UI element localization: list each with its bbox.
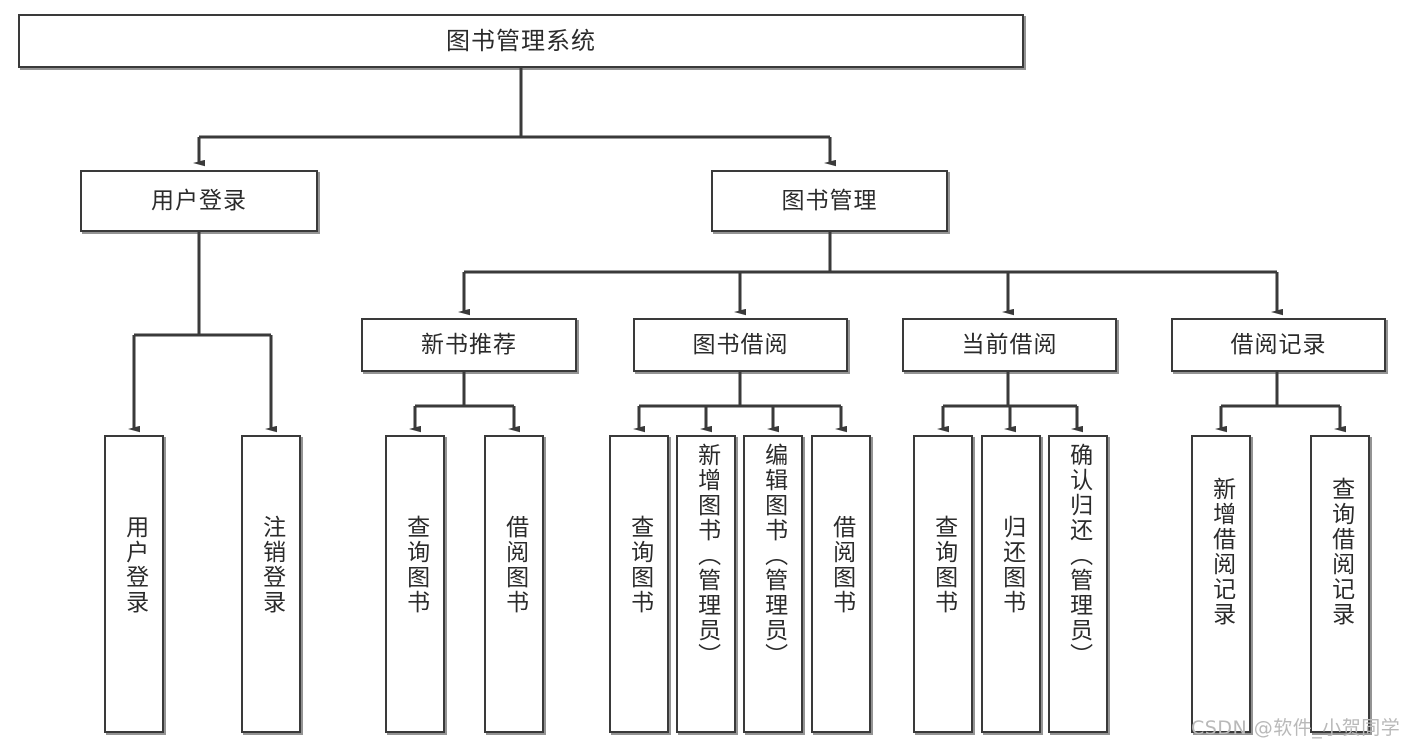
node-label: 新书推荐 bbox=[421, 331, 517, 358]
node-borrow-record[interactable]: 借阅记录 bbox=[1171, 318, 1386, 372]
node-new-book-recommend[interactable]: 新书推荐 bbox=[361, 318, 577, 372]
leaf-bookborrow-query-book[interactable]: 查询图书 bbox=[609, 435, 669, 733]
leaf-logout[interactable]: 注销登录 bbox=[241, 435, 301, 733]
node-label: 图书借阅 bbox=[692, 331, 789, 358]
node-user-login[interactable]: 用户登录 bbox=[80, 170, 318, 232]
leaf-newbook-query-book[interactable]: 查询图书 bbox=[385, 435, 445, 733]
leaf-newbook-borrow-book[interactable]: 借阅图书 bbox=[484, 435, 544, 733]
leaf-currentborrow-confirm-return-admin[interactable]: 确认归还（管理员） bbox=[1048, 435, 1108, 733]
leaf-borrowrecord-query-record[interactable]: 查询借阅记录 bbox=[1310, 435, 1370, 733]
node-current-borrow[interactable]: 当前借阅 bbox=[902, 318, 1117, 372]
leaf-borrowrecord-add-record[interactable]: 新增借阅记录 bbox=[1191, 435, 1251, 733]
leaf-label: 查询图书 bbox=[626, 515, 653, 615]
leaf-bookborrow-edit-book-admin[interactable]: 编辑图书（管理员） bbox=[743, 435, 803, 733]
leaf-label: 编辑图书（管理员） bbox=[760, 443, 787, 668]
leaf-label: 借阅图书 bbox=[501, 515, 528, 615]
leaf-label: 借阅图书 bbox=[828, 515, 855, 615]
leaf-label: 用户登录 bbox=[121, 515, 148, 615]
leaf-label: 确认归还（管理员） bbox=[1065, 443, 1092, 668]
node-label: 借阅记录 bbox=[1230, 331, 1327, 358]
leaf-bookborrow-borrow-book[interactable]: 借阅图书 bbox=[811, 435, 871, 733]
node-root-system[interactable]: 图书管理系统 bbox=[18, 14, 1024, 68]
node-label: 图书管理 bbox=[781, 187, 878, 214]
node-book-borrow[interactable]: 图书借阅 bbox=[633, 318, 848, 372]
leaf-currentborrow-return-book[interactable]: 归还图书 bbox=[981, 435, 1041, 733]
leaf-label: 归还图书 bbox=[998, 515, 1025, 615]
leaf-label: 查询图书 bbox=[930, 515, 957, 615]
leaf-user-login[interactable]: 用户登录 bbox=[104, 435, 164, 733]
leaf-bookborrow-add-book-admin[interactable]: 新增图书（管理员） bbox=[676, 435, 736, 733]
node-label: 图书管理系统 bbox=[446, 27, 596, 55]
leaf-label: 查询图书 bbox=[402, 515, 429, 615]
leaf-currentborrow-query-book[interactable]: 查询图书 bbox=[913, 435, 973, 733]
leaf-label: 新增借阅记录 bbox=[1208, 477, 1235, 627]
leaf-label: 查询借阅记录 bbox=[1327, 477, 1354, 627]
node-label: 当前借阅 bbox=[961, 331, 1058, 358]
leaf-label: 新增图书（管理员） bbox=[693, 443, 720, 668]
leaf-label: 注销登录 bbox=[258, 515, 285, 615]
node-book-management[interactable]: 图书管理 bbox=[711, 170, 948, 232]
node-label: 用户登录 bbox=[151, 187, 247, 214]
